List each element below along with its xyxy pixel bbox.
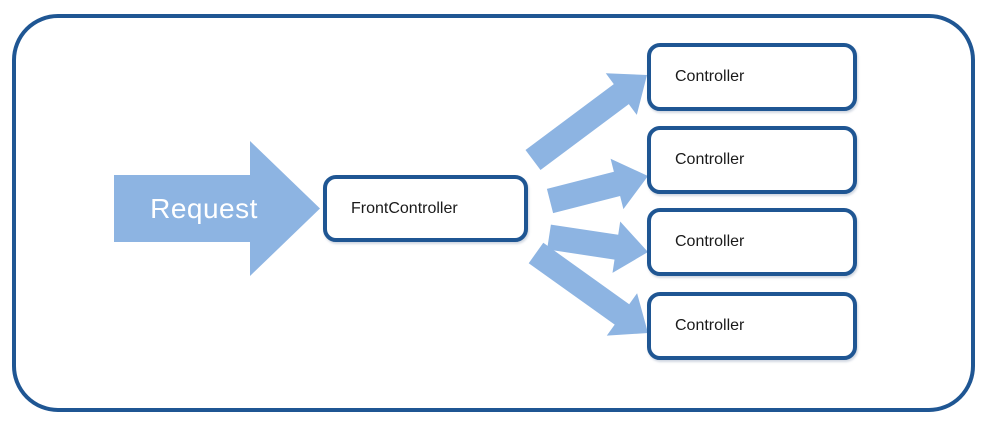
front-controller-label: FrontController [351, 199, 458, 217]
front-controller-box: FrontController [323, 175, 528, 242]
fan-arrow-1 [525, 73, 647, 170]
controller-label: Controller [675, 151, 745, 168]
controller-box-4: Controller [647, 292, 857, 360]
controller-box-2: Controller [647, 126, 857, 194]
fan-arrow-4 [528, 242, 648, 336]
controller-label: Controller [675, 68, 745, 85]
diagram-frame [12, 14, 975, 412]
fan-arrow-2 [546, 158, 648, 214]
controller-label: Controller [675, 317, 745, 334]
fan-arrow-3 [547, 221, 648, 273]
controller-box-1: Controller [647, 43, 857, 111]
request-arrow [114, 141, 320, 276]
controller-box-3: Controller [647, 208, 857, 276]
controller-label: Controller [675, 233, 745, 250]
request-arrow-label: Request [150, 192, 258, 224]
